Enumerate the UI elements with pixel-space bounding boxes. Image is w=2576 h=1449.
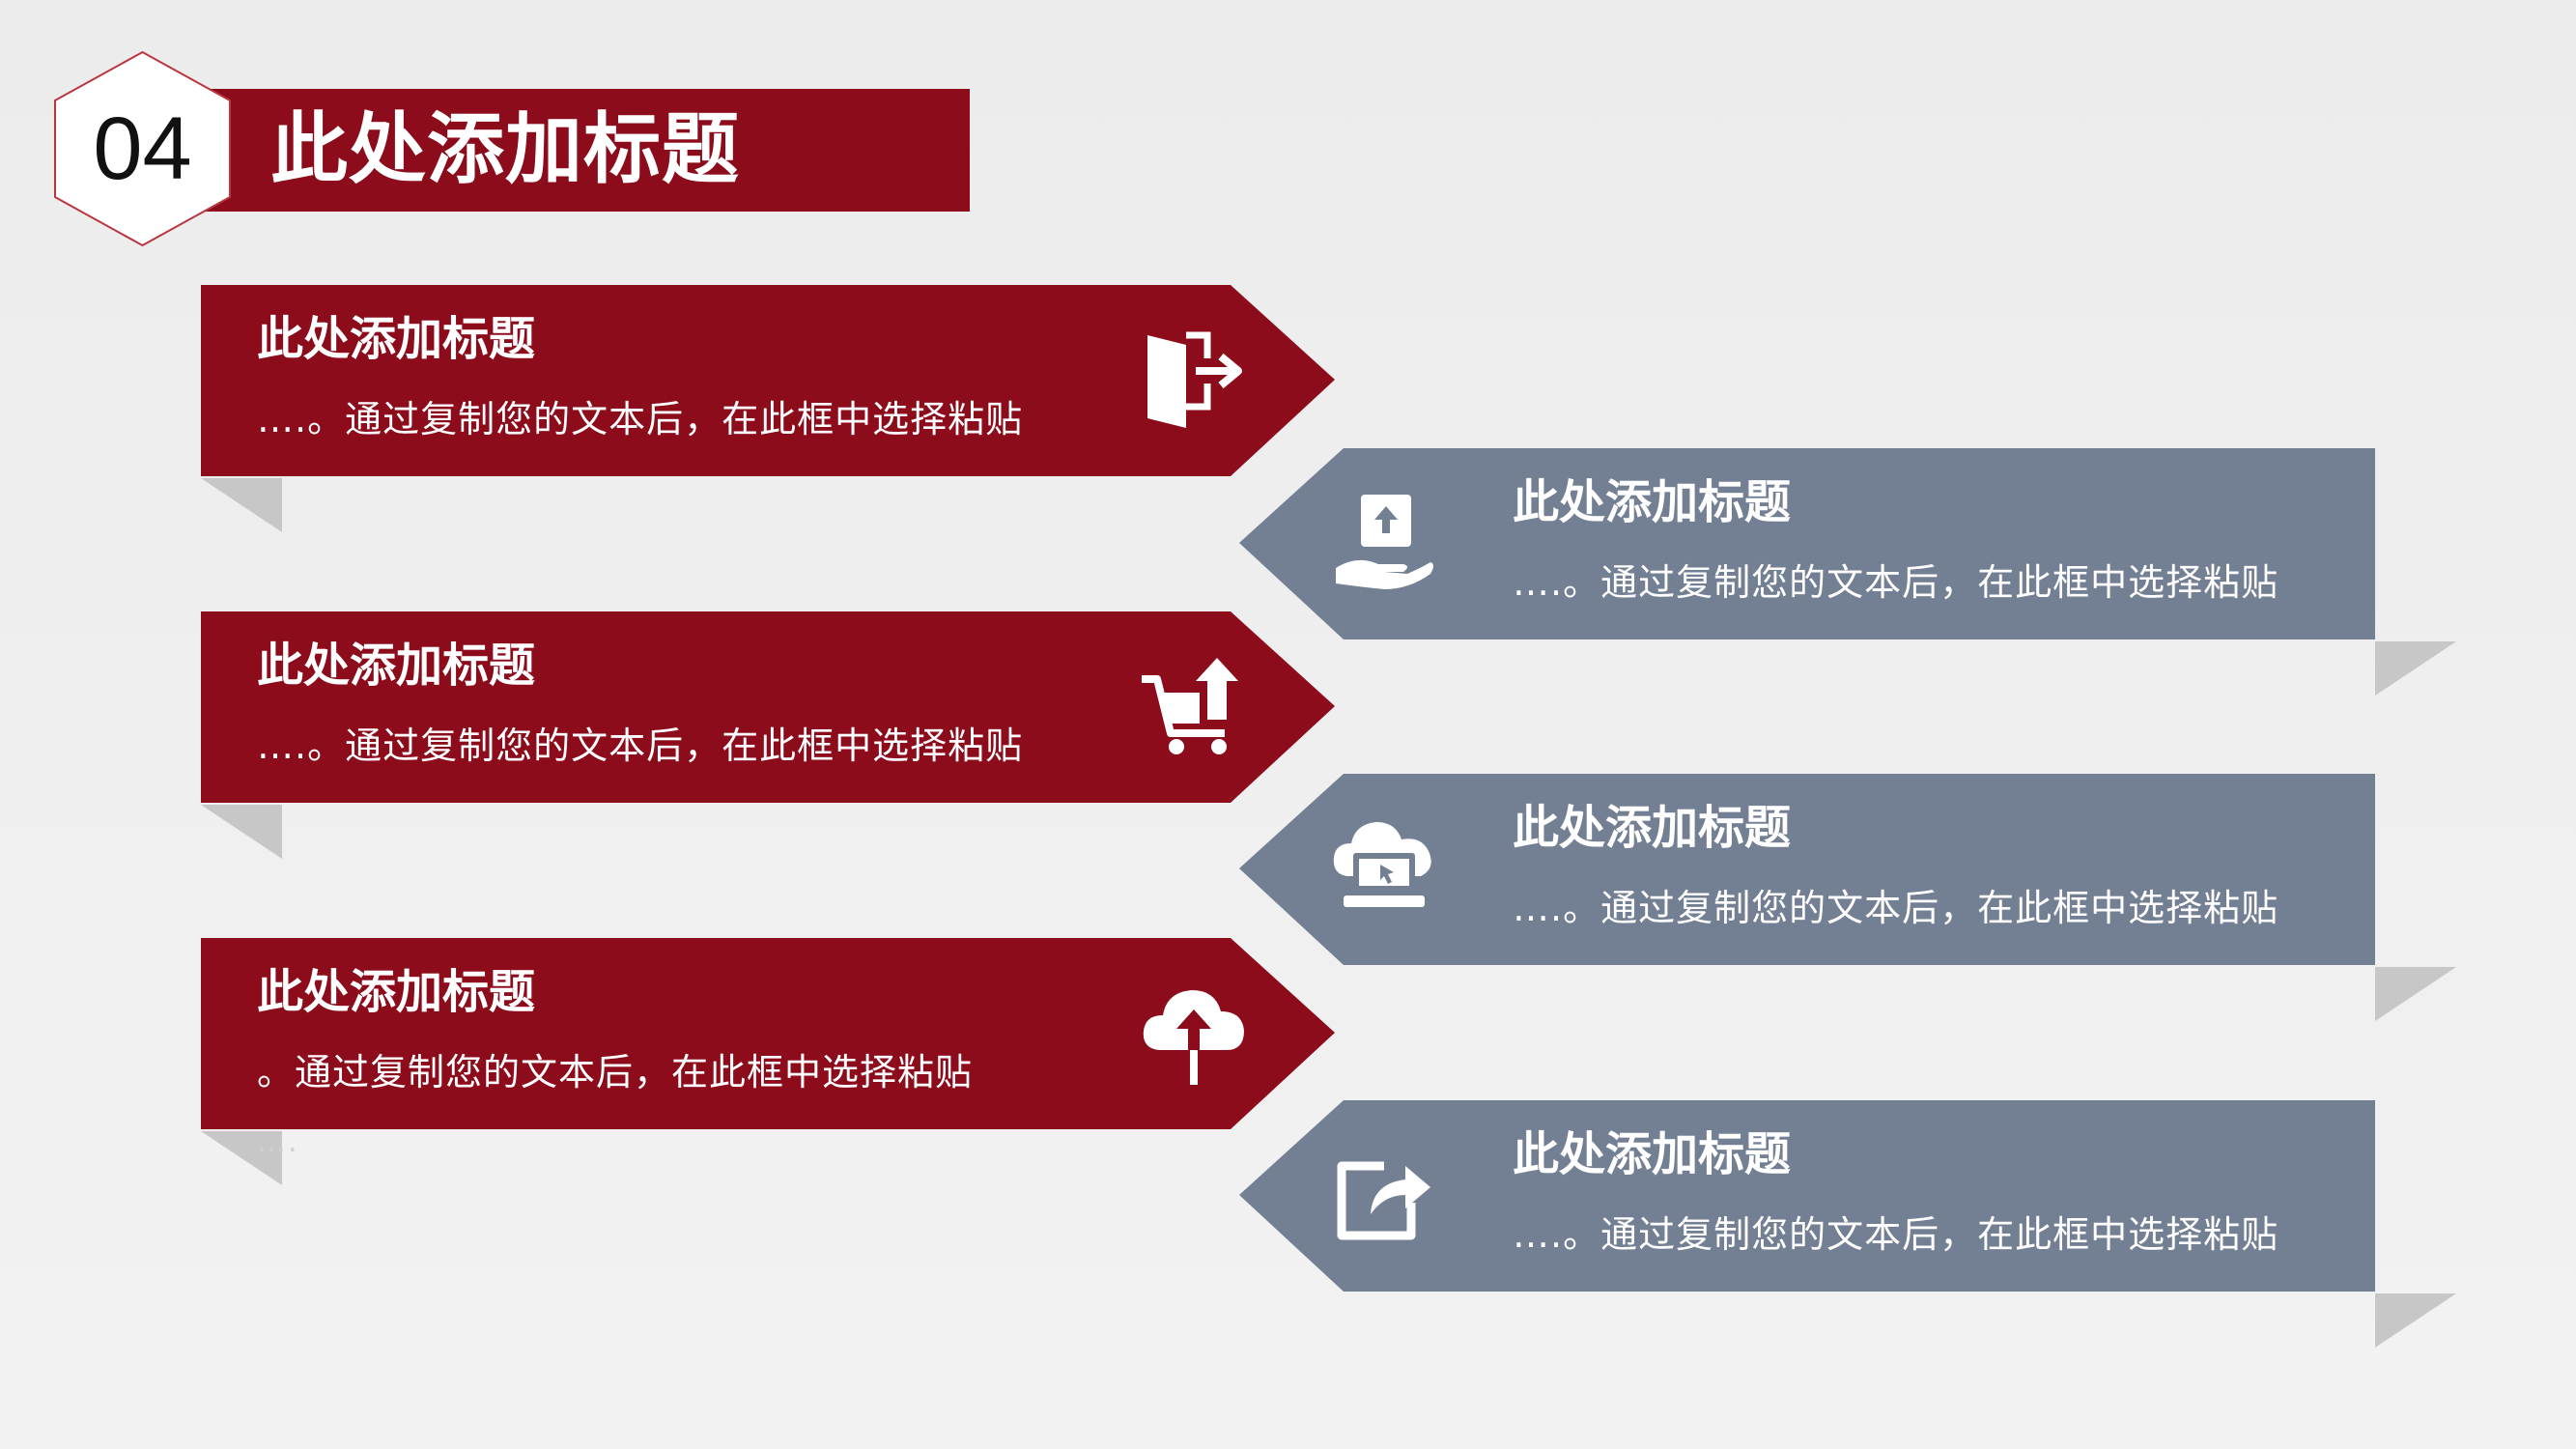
hand-upload-icon: [1336, 495, 1433, 589]
header-bar: [198, 89, 970, 212]
card-2-desc: ….。通过复制您的文本后，在此框中选择粘贴: [1513, 561, 2279, 604]
card-1-shape: [201, 285, 1335, 532]
card-6-desc: ….。通过复制您的文本后，在此框中选择粘贴: [1513, 1213, 2279, 1256]
card-2[interactable]: 此处添加标题 ….。通过复制您的文本后，在此框中选择粘贴: [1239, 448, 2495, 699]
share-arrow-box-icon: [1337, 1161, 1430, 1240]
card-1[interactable]: 此处添加标题 ….。通过复制您的文本后，在此框中选择粘贴: [201, 285, 1457, 536]
card-3-title: 此处添加标题: [257, 639, 536, 693]
cloud-upload-icon: [1143, 990, 1244, 1085]
card-1-title: 此处添加标题: [257, 312, 536, 366]
card-3-shape: [201, 611, 1335, 859]
card-2-shape: [1239, 448, 2456, 696]
card-5-title: 此处添加标题: [257, 965, 536, 1019]
card-5-shape: [201, 938, 1335, 1185]
card-2-title: 此处添加标题: [1513, 475, 1792, 529]
section-number: 04: [93, 99, 192, 198]
card-3[interactable]: 此处添加标题 ….。通过复制您的文本后，在此框中选择粘贴: [201, 611, 1457, 863]
card-6[interactable]: 此处添加标题 ….。通过复制您的文本后，在此框中选择粘贴: [1239, 1100, 2495, 1351]
hexagon-badge: [54, 50, 231, 247]
page-title: 此处添加标题: [270, 104, 740, 194]
card-5-desc: 。通过复制您的文本后，在此框中选择粘贴: [257, 1051, 974, 1094]
card-6-shape: [1239, 1100, 2456, 1348]
card-6-title: 此处添加标题: [1513, 1127, 1792, 1181]
cart-upload-icon: [1142, 658, 1238, 754]
card-5[interactable]: 此处添加标题 。通过复制您的文本后，在此框中选择粘贴 ….: [201, 938, 1457, 1189]
card-5-overflow-text: ….: [257, 1125, 299, 1159]
card-4[interactable]: 此处添加标题 ….。通过复制您的文本后，在此框中选择粘贴: [1239, 774, 2495, 1025]
door-exit-icon: [1147, 331, 1242, 428]
card-1-desc: ….。通过复制您的文本后，在此框中选择粘贴: [257, 398, 1024, 440]
card-4-desc: ….。通过复制您的文本后，在此框中选择粘贴: [1513, 887, 2279, 929]
card-3-desc: ….。通过复制您的文本后，在此框中选择粘贴: [257, 724, 1024, 767]
card-4-shape: [1239, 774, 2456, 1021]
cloud-laptop-icon: [1333, 822, 1431, 907]
card-4-title: 此处添加标题: [1513, 801, 1792, 855]
